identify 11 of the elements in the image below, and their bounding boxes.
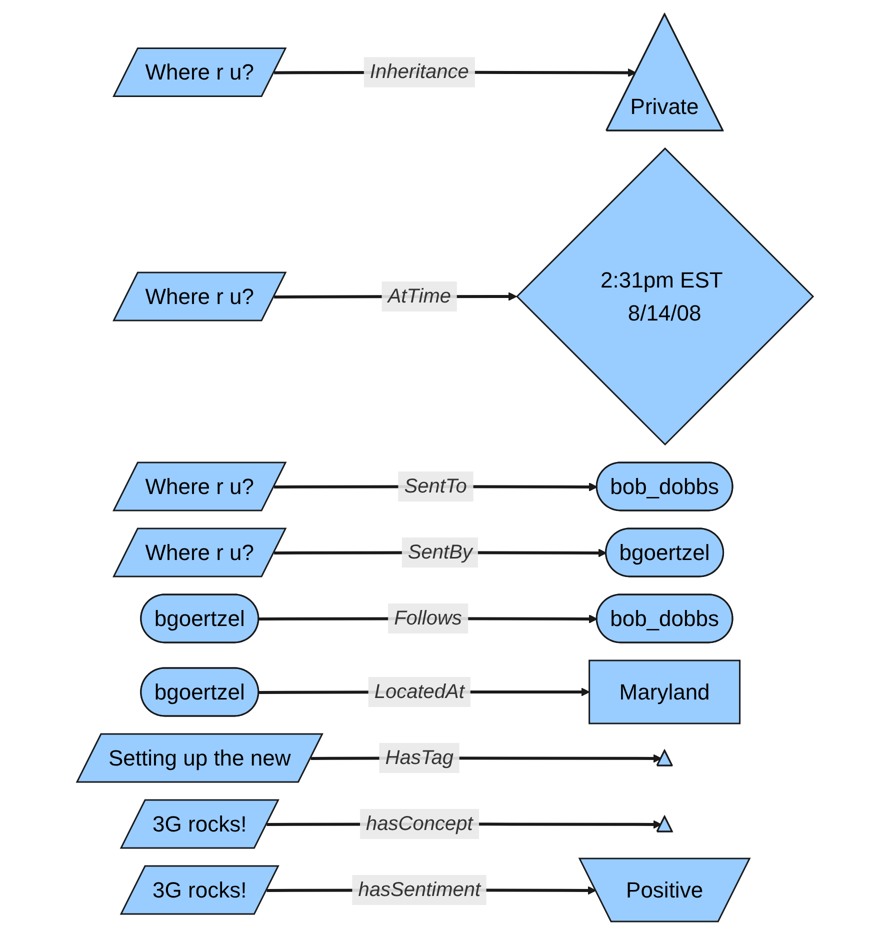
edge-label: AtTime — [388, 286, 452, 308]
edge-label: Inheritance — [370, 61, 470, 84]
edge-label: HasTag — [386, 747, 454, 770]
edge-label: SentTo — [404, 476, 468, 498]
edge-label: LocatedAt — [374, 681, 465, 704]
edge-label: hasConcept — [366, 813, 474, 836]
node-box: Maryland — [589, 660, 741, 724]
edge-label: SentBy — [408, 542, 473, 564]
edge-label: Follows — [394, 608, 462, 630]
node-diamond: 2:31pm EST 8/14/08 — [516, 148, 815, 446]
edge-label: hasSentiment — [358, 879, 482, 902]
